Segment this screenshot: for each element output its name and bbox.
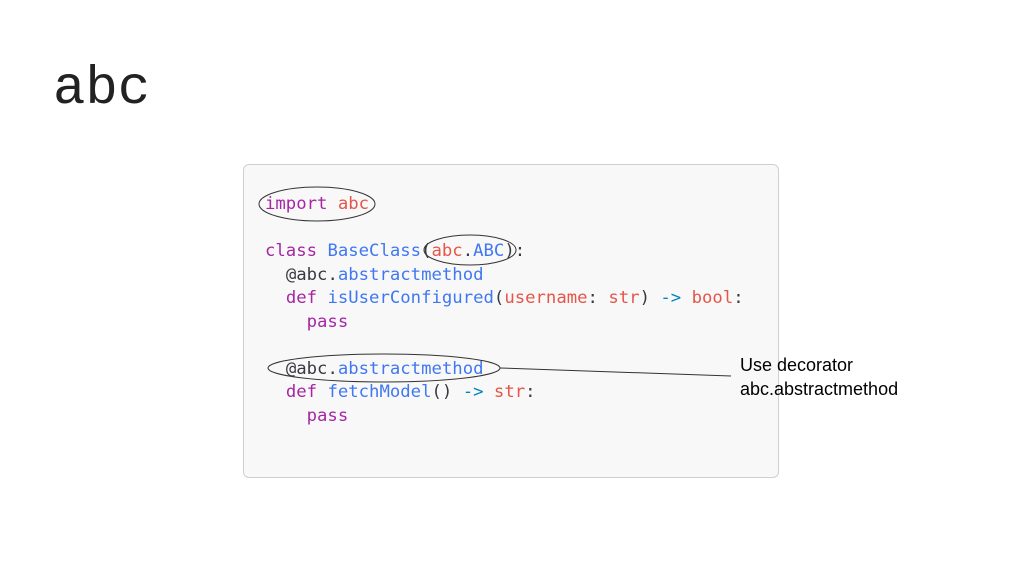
- keyword-pass: pass: [306, 311, 349, 332]
- class-name: BaseClass: [327, 241, 422, 261]
- param-type: str: [608, 288, 640, 308]
- annotation-line-2: abc.abstractmethod: [740, 379, 899, 399]
- code-line-decorator-1: @abc.abstractmethod: [265, 264, 744, 288]
- parens: (): [431, 382, 453, 402]
- keyword-class: class: [265, 241, 318, 261]
- module-abc: abc: [337, 194, 370, 214]
- dot: .: [327, 264, 338, 285]
- decorator-abc: @abc: [285, 358, 328, 379]
- return-type: bool: [691, 288, 734, 308]
- decorator-name: abstractmethod: [337, 264, 484, 285]
- return-arrow: ->: [462, 382, 484, 402]
- function-name: isUserConfigured: [327, 288, 494, 308]
- code-line-def-2: def fetchModel() -> str:: [265, 381, 744, 405]
- paren-close: ): [639, 288, 661, 308]
- code-line-pass-1: pass: [265, 311, 744, 335]
- base-module: abc: [431, 241, 463, 261]
- colon: :: [587, 288, 609, 308]
- function-name: fetchModel: [327, 382, 432, 402]
- keyword-pass: pass: [306, 405, 349, 426]
- decorator-name: abstractmethod: [337, 358, 484, 379]
- class-tail: ):: [504, 241, 526, 261]
- keyword-import: import: [265, 194, 328, 214]
- base-class: ABC: [473, 241, 505, 261]
- param-name: username: [504, 288, 588, 308]
- code-line-import: import abc: [265, 193, 744, 217]
- annotation-callout: Use decorator abc.abstractmethod: [740, 353, 898, 401]
- colon-end: :: [733, 288, 744, 308]
- return-arrow: ->: [660, 288, 682, 308]
- colon-end: :: [525, 382, 536, 402]
- code-line-blank: [265, 217, 744, 241]
- dot: .: [462, 241, 474, 261]
- code-line-class: class BaseClass(abc.ABC):: [265, 240, 744, 264]
- paren-open: (: [421, 241, 432, 261]
- return-type: str: [493, 382, 526, 402]
- slide-title: abc: [53, 59, 151, 120]
- code-line-def-1: def isUserConfigured(username: str) -> b…: [265, 287, 744, 311]
- keyword-def: def: [285, 288, 318, 308]
- code-line-blank: [265, 334, 744, 358]
- annotation-line-1: Use decorator: [740, 355, 854, 375]
- code-line-pass-2: pass: [265, 405, 744, 429]
- paren-open: (: [493, 288, 505, 308]
- keyword-def: def: [285, 382, 318, 402]
- dot: .: [327, 358, 338, 379]
- decorator-abc: @abc: [285, 264, 328, 285]
- code-line-decorator-2: @abc.abstractmethod: [265, 358, 744, 382]
